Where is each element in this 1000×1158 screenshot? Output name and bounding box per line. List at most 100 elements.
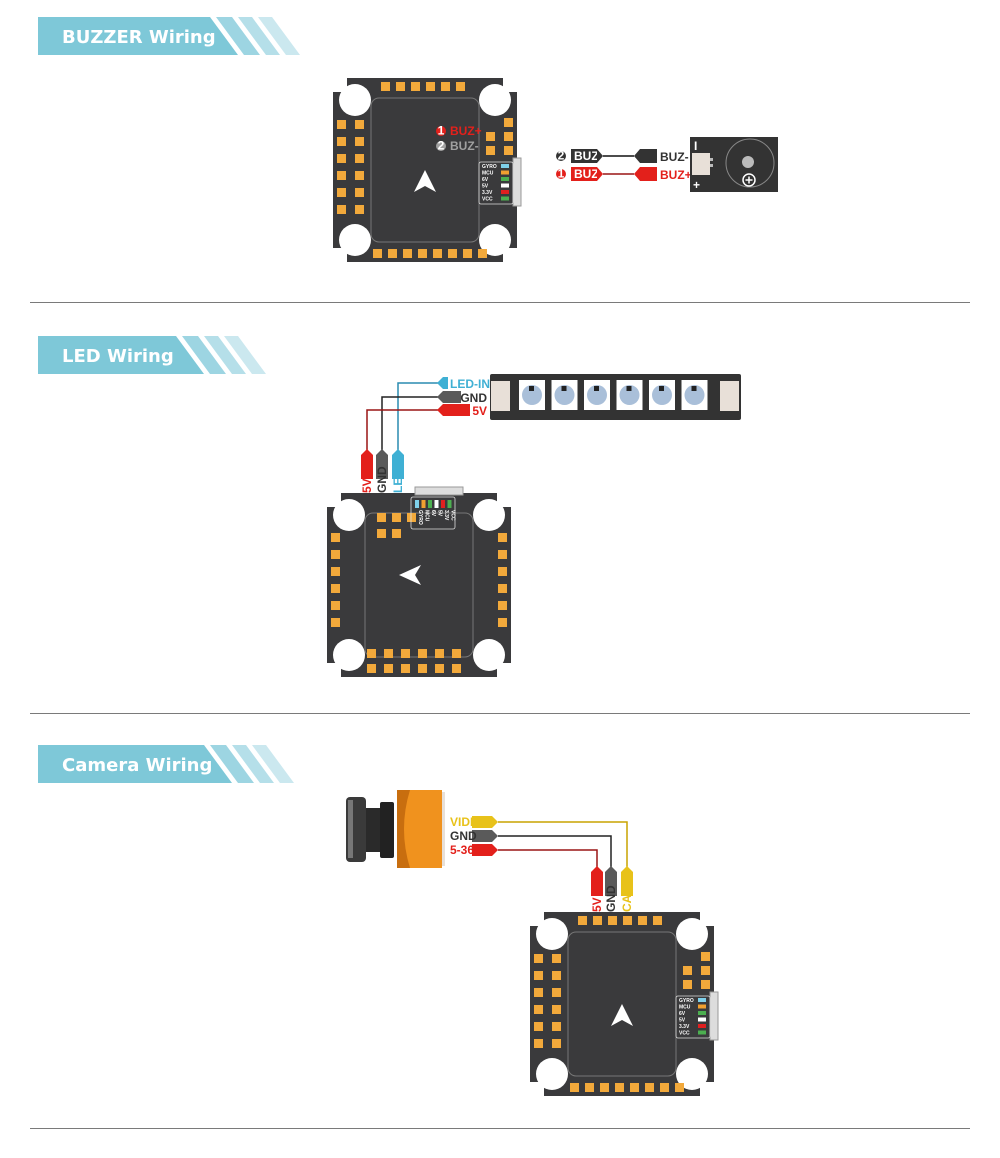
solder-pad	[337, 205, 346, 214]
camera-wire-label: 5-36V	[450, 843, 482, 857]
solder-pad	[534, 1005, 543, 1014]
solder-pad	[388, 249, 397, 258]
solder-pad	[638, 916, 647, 925]
led-chip	[649, 380, 675, 410]
indicator-label: VCC	[450, 510, 456, 521]
buzzer-module: I +	[690, 137, 778, 192]
wire-connector	[472, 816, 492, 828]
solder-pad	[600, 1083, 609, 1092]
solder-pad	[331, 618, 340, 627]
indicator-led	[501, 170, 509, 175]
solder-pad	[452, 649, 461, 658]
solder-pad	[660, 1083, 669, 1092]
solder-pad	[407, 513, 416, 522]
solder-pad	[392, 529, 401, 538]
camera-wire-label: GND	[450, 829, 477, 843]
plus-icon	[742, 173, 756, 187]
solder-pad	[498, 618, 507, 627]
solder-pad	[384, 649, 393, 658]
indicator-led	[698, 1017, 706, 1022]
wire-connector	[392, 455, 404, 479]
indicator-led	[447, 500, 452, 508]
solder-pad	[403, 249, 412, 258]
solder-pad	[331, 567, 340, 576]
solder-pad	[486, 132, 495, 141]
board-pin-label: GND	[604, 885, 618, 912]
solder-pad	[552, 1039, 561, 1048]
solder-pad	[367, 664, 376, 673]
wire-connector	[591, 872, 603, 896]
solder-pad	[498, 584, 507, 593]
solder-pad	[452, 664, 461, 673]
buzzer-banner: BUZZER Wiring	[38, 17, 300, 55]
indicator-label: 3.3V	[679, 1024, 690, 1030]
strip-label: GND	[460, 391, 487, 405]
led-chip	[584, 380, 610, 410]
solder-pad	[552, 971, 561, 980]
solder-pad	[608, 916, 617, 925]
solder-pad	[331, 584, 340, 593]
solder-pad	[615, 1083, 624, 1092]
solder-pad	[337, 171, 346, 180]
arrow-icon	[611, 1004, 633, 1026]
wire-connector	[472, 830, 492, 842]
solder-pad	[337, 154, 346, 163]
indicator-label: 3.3V	[482, 190, 493, 196]
indicator-led	[428, 500, 432, 508]
solder-pad	[534, 1022, 543, 1031]
solder-pad	[623, 916, 632, 925]
indicator-led	[698, 1030, 706, 1035]
camera-banner: Camera Wiring	[38, 745, 294, 783]
indicator-label: MCU	[482, 171, 494, 177]
solder-pad	[585, 1083, 594, 1092]
strip-label: LED-IN	[450, 377, 490, 391]
buzzer-wire-plus: 1 BUZ+ BUZ+	[556, 167, 692, 182]
wire-tag: BUZ-	[574, 149, 603, 163]
strip-label: 5V	[472, 404, 487, 418]
solder-pad	[463, 249, 472, 258]
indicator-led	[421, 500, 426, 508]
solder-pad	[645, 1083, 654, 1092]
solder-pad	[552, 1005, 561, 1014]
wire-connector	[621, 872, 633, 896]
arrow-icon	[414, 170, 436, 192]
board-pin-label: 5V	[590, 897, 604, 912]
wire-connector	[443, 391, 461, 403]
buzzer-board-labels: 1 BUZ+ 2 BUZ-	[436, 124, 482, 153]
indicator-label: GYRO	[482, 164, 497, 170]
buz-minus-label: BUZ-	[660, 150, 689, 164]
buzzer-wire-minus: 2 BUZ- BUZ-	[556, 149, 689, 164]
minus-marking: I	[694, 139, 697, 153]
indicator-label: 5V	[679, 1018, 686, 1024]
solder-pad	[498, 601, 507, 610]
indicator-label: VCC	[482, 197, 493, 203]
indicator-label: 5V	[437, 510, 443, 517]
indicator-label: 5V	[482, 184, 489, 190]
solder-pad	[504, 118, 513, 127]
solder-pad	[392, 513, 401, 522]
indicator-led	[698, 1004, 706, 1009]
solder-pad	[504, 146, 513, 155]
solder-pad	[504, 132, 513, 141]
solder-pad	[331, 550, 340, 559]
solder-pad	[411, 82, 420, 91]
pad-number: 1	[438, 124, 445, 138]
buzzer-title: BUZZER Wiring	[62, 27, 216, 48]
solder-pad	[570, 1083, 579, 1092]
solder-pad	[441, 82, 450, 91]
board-pin-label: 5V	[360, 478, 374, 493]
solder-pad	[593, 916, 602, 925]
solder-pad	[418, 649, 427, 658]
solder-pad	[653, 916, 662, 925]
indicator-label: GYRO	[417, 510, 423, 525]
solder-pad	[683, 966, 692, 975]
indicator-led	[698, 998, 706, 1002]
solder-pad	[355, 171, 364, 180]
board-pin-label: GND	[375, 466, 389, 493]
wire-connector	[605, 872, 617, 896]
